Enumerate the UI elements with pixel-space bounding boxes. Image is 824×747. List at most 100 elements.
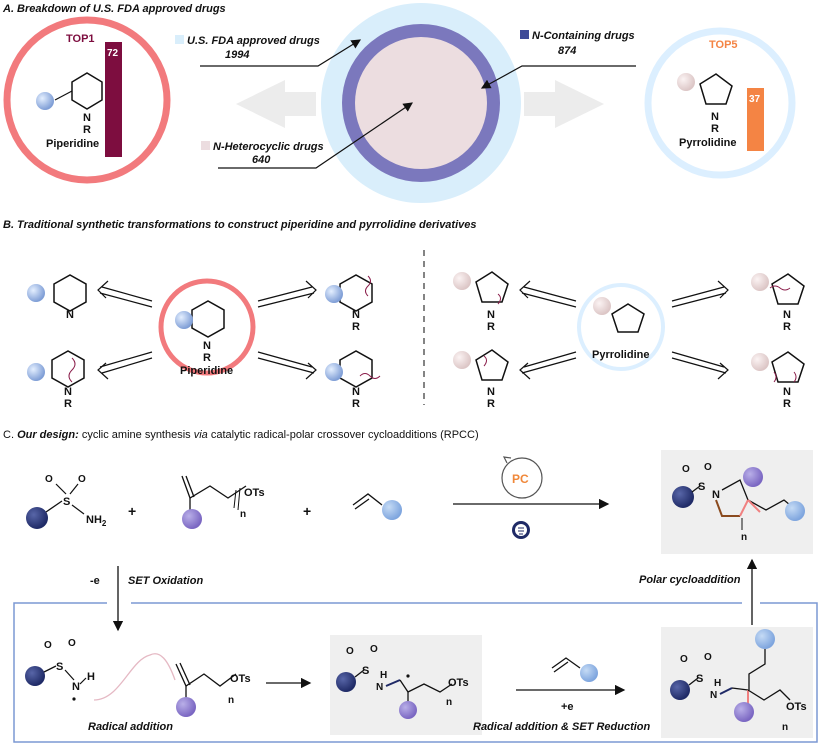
piperidine-product-lower: N R (325, 350, 381, 410)
pyrrolidine-product: S O O N n (672, 462, 805, 543)
svg-text:n: n (782, 722, 788, 733)
svg-text:n: n (228, 695, 234, 706)
n-hetero-count: 640 (252, 154, 271, 166)
radical-addition-curve (93, 653, 176, 701)
polar-cycloaddition-label: Polar cycloaddition (639, 574, 741, 586)
pc-label: PC (512, 472, 529, 486)
svg-text:N: N (352, 386, 360, 398)
svg-text:O: O (45, 474, 53, 485)
svg-text:R: R (487, 398, 495, 410)
alkene-reagent (352, 493, 402, 520)
svg-text:O: O (704, 462, 712, 473)
svg-text:N: N (783, 386, 791, 398)
carbon-radical-intermediate: S O O N H OTs n (336, 644, 469, 719)
nitrogen-radical: S O O N H (25, 638, 95, 701)
svg-text:OTs: OTs (786, 701, 807, 713)
pyrrolidine-precursor-lower: N R (453, 349, 509, 410)
svg-text:R: R (487, 321, 495, 333)
n-hetero-legend-swatch (201, 141, 210, 150)
piperidine-precursor-lower-left: N R (27, 350, 85, 410)
piperidine-r: R (83, 124, 91, 136)
svg-text:R: R (783, 398, 791, 410)
svg-text:O: O (370, 644, 378, 655)
svg-text:S: S (362, 665, 369, 677)
n-heterocyclic-circle (355, 37, 487, 169)
svg-text:N: N (66, 309, 74, 321)
svg-text:OTs: OTs (230, 673, 251, 685)
pyrrolidine-ring-shape (699, 73, 733, 105)
b-pyrrolidine-ball (593, 297, 611, 315)
b-piperidine-label: Piperidine (180, 365, 233, 377)
b-pyrrolidine-label: Pyrrolidine (592, 349, 649, 361)
pyrrolidine-product-upper: N R (751, 273, 805, 333)
svg-text:R: R (352, 398, 360, 410)
svg-text:NH2: NH2 (86, 514, 107, 528)
svg-text:N: N (376, 682, 383, 693)
piperidine-ring-shape (71, 72, 103, 110)
blue-substituent-ball (36, 92, 54, 110)
b-piperidine-r: R (203, 352, 211, 364)
piperidine-label: Piperidine (46, 138, 99, 150)
b-pyrrolidine-shape (611, 303, 645, 333)
svg-text:O: O (44, 640, 52, 651)
set-oxidation-label: SET Oxidation (128, 575, 203, 587)
pyrrolidine-product-lower: N R (751, 351, 805, 410)
section-a-title: A. Breakdown of U.S. FDA approved drugs (2, 3, 226, 15)
svg-text:N: N (352, 309, 360, 321)
alkene-tosylate-reagent: OTs n (181, 475, 265, 529)
svg-text:OTs: OTs (244, 487, 265, 499)
mechanism-box (13, 602, 818, 743)
b-piperidine-ball (175, 311, 193, 329)
piperidine-bar (105, 42, 122, 157)
section-b-title: B. Traditional synthetic transformations… (3, 219, 477, 231)
svg-text:N: N (487, 309, 495, 321)
pyridine-precursor: N (27, 274, 87, 321)
fda-legend-swatch (175, 35, 184, 44)
svg-text:OTs: OTs (448, 677, 469, 689)
svg-text:N: N (783, 309, 791, 321)
svg-text:R: R (352, 321, 360, 333)
pyrrolidine-bar-value: 37 (749, 94, 761, 105)
svg-text:O: O (682, 464, 690, 475)
n-containing-count: 874 (558, 45, 576, 57)
faded-arrow-left (236, 80, 316, 128)
svg-text:N: N (72, 681, 80, 693)
svg-text:H: H (380, 670, 387, 681)
svg-text:R: R (64, 398, 72, 410)
svg-text:n: n (240, 509, 246, 520)
fda-pointer (200, 39, 362, 67)
svg-text:N: N (712, 489, 720, 501)
radical-addition-set-label: Radical addition & SET Reduction (473, 721, 651, 733)
n-containing-pointer (480, 65, 636, 89)
svg-text:H: H (714, 678, 721, 689)
svg-text:R: R (783, 321, 791, 333)
n-hetero-label: N-Heterocyclic drugs (213, 141, 324, 153)
pink-substituent-ball (677, 73, 695, 91)
piperidine-n: N (83, 112, 91, 124)
svg-text:O: O (680, 654, 688, 665)
pyrrolidine-label: Pyrrolidine (679, 137, 736, 149)
n-containing-label: N-Containing drugs (532, 30, 635, 42)
n-hetero-pointer (218, 102, 413, 169)
top1-rank: TOP1 (66, 33, 95, 45)
minus-e-label: -e (90, 575, 100, 587)
svg-text:N: N (487, 386, 495, 398)
top5-rank: TOP5 (709, 39, 738, 51)
svg-text:O: O (68, 638, 76, 649)
svg-text:O: O (78, 474, 86, 485)
svg-text:N: N (710, 690, 717, 701)
light-bulb-icon (512, 521, 530, 539)
svg-text:n: n (446, 697, 452, 708)
pc-cycle (501, 457, 543, 499)
retro-arrows (97, 280, 729, 380)
svg-text:S: S (696, 673, 703, 685)
piperidine-substituent-bond (54, 90, 73, 101)
plus-sign-1: + (128, 503, 136, 519)
n-containing-legend-swatch (520, 30, 529, 39)
pyrrolidine-bar (747, 88, 764, 151)
plus-e-label: +e (561, 701, 574, 713)
radical-addition-label: Radical addition (88, 721, 173, 733)
svg-text:O: O (704, 652, 712, 663)
